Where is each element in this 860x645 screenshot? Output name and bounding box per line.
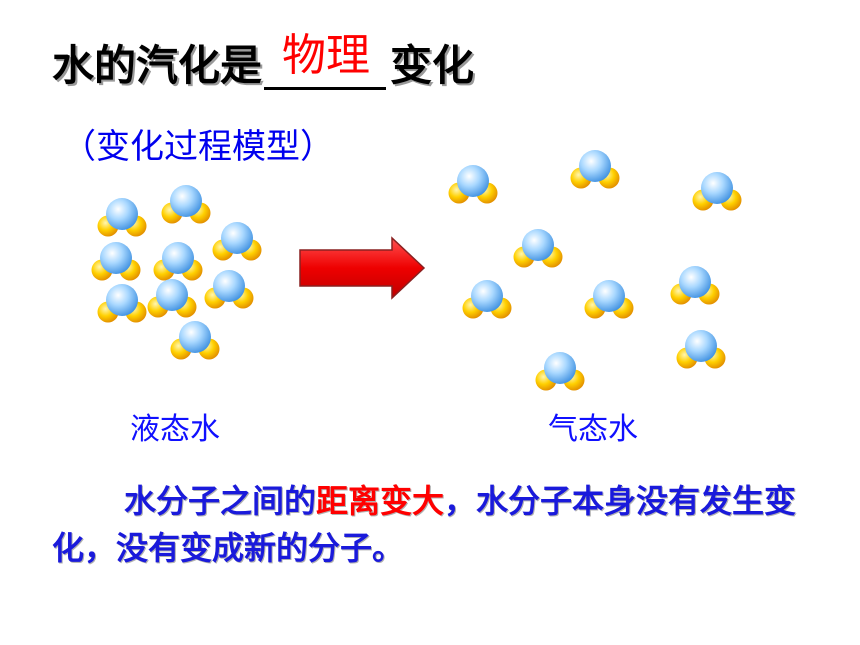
- water-molecule-icon: [584, 280, 634, 319]
- water-molecule-icon: [161, 185, 211, 224]
- conclusion-highlight: 距离变大: [316, 482, 445, 520]
- water-molecule-icon: [97, 198, 147, 237]
- water-molecule-icon: [462, 280, 512, 319]
- water-molecule-icon: [448, 165, 498, 204]
- conclusion-text: 水分子之间的距离变大，水分子本身没有发生变化，没有变成新的分子。: [52, 478, 832, 572]
- title-prefix: 水的汽化是: [52, 41, 263, 90]
- blank-underline: [264, 87, 387, 90]
- water-molecule-icon: [692, 172, 742, 211]
- model-subtitle: （变化过程模型）: [62, 127, 334, 167]
- water-molecule-icon: [570, 150, 620, 189]
- water-molecule-icon: [513, 229, 563, 268]
- water-molecule-icon: [670, 266, 720, 305]
- liquid-water-molecules: [91, 185, 262, 360]
- liquid-water-label: 液态水: [130, 412, 220, 447]
- water-molecule-icon: [91, 242, 141, 281]
- title-suffix: 变化: [390, 41, 475, 90]
- water-molecule-icon: [212, 222, 262, 261]
- water-molecule-icon: [676, 330, 726, 369]
- answer-blank: 物理: [262, 30, 390, 96]
- water-molecule-icon: [153, 242, 203, 281]
- water-molecule-icon: [147, 279, 197, 318]
- water-molecule-icon: [170, 321, 220, 360]
- gas-water-molecules: [448, 150, 742, 391]
- conclusion-part1: 水分子之间的: [124, 482, 317, 520]
- water-molecule-icon: [97, 284, 147, 323]
- water-molecule-icon: [535, 352, 585, 391]
- gas-water-label: 气态水: [548, 412, 638, 447]
- page-title: 水的汽化是物理变化: [52, 30, 475, 96]
- right-arrow-icon: [299, 236, 426, 300]
- answer-text: 物理: [282, 30, 371, 81]
- water-molecule-icon: [204, 270, 254, 309]
- conclusion-part2: ，水分子本身没有发生变化，没有变成新的分子。: [52, 482, 797, 567]
